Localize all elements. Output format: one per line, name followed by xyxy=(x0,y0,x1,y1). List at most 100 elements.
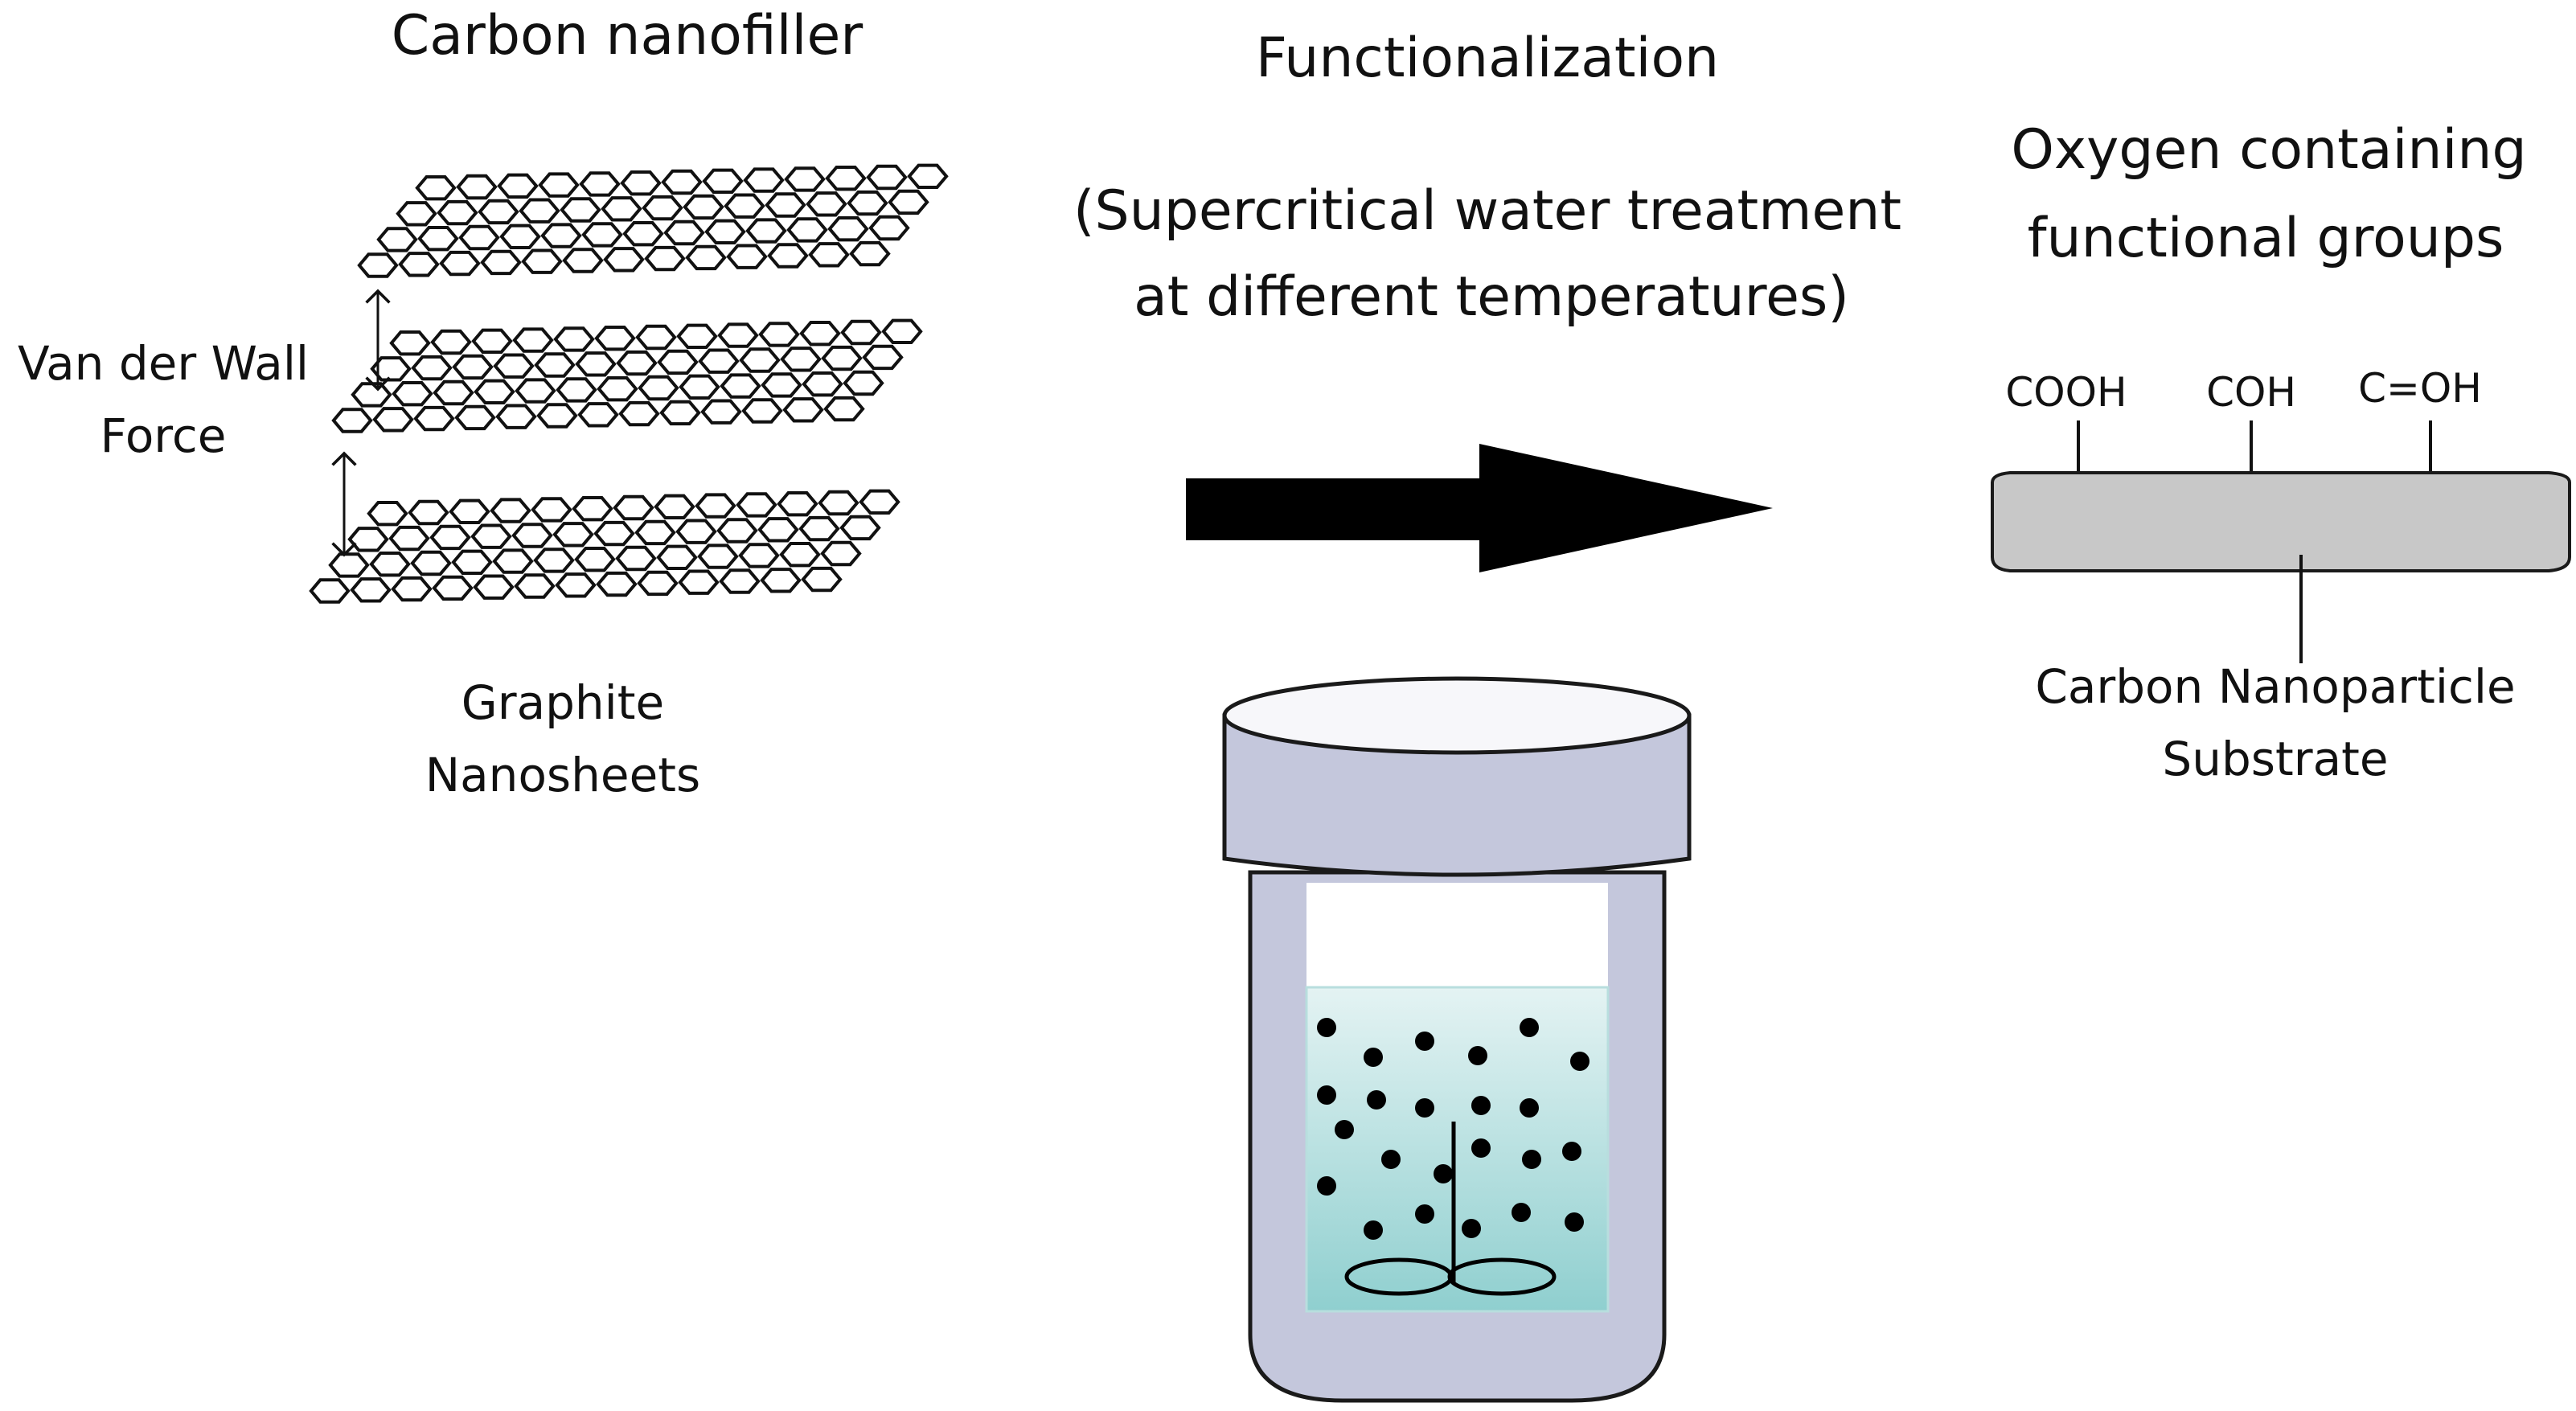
hex-cell xyxy=(493,353,535,379)
carbon-particle xyxy=(1522,1150,1541,1169)
hex-cell xyxy=(786,217,828,243)
hex-cell xyxy=(745,218,787,244)
group-label-cooh: COOH xyxy=(2005,369,2127,416)
hex-cell xyxy=(439,250,481,277)
hex-cell xyxy=(719,568,761,594)
carbon-particle xyxy=(1468,1046,1487,1065)
substrate-disk xyxy=(1991,471,2571,572)
hex-cell xyxy=(512,327,554,353)
hex-cell xyxy=(473,574,515,600)
hex-cell xyxy=(738,543,780,568)
hex-cell xyxy=(765,192,806,218)
hex-cell xyxy=(716,518,758,543)
carbon-particle xyxy=(1317,1176,1336,1196)
hex-cell xyxy=(656,544,698,570)
hex-cell xyxy=(490,498,531,523)
hex-cell xyxy=(369,552,411,577)
carbon-particle xyxy=(1520,1098,1539,1118)
hex-cell xyxy=(808,242,850,268)
hex-cell xyxy=(798,515,840,542)
hex-cell xyxy=(697,543,739,569)
hex-cell xyxy=(331,408,373,433)
hex-cell xyxy=(825,166,867,191)
hex-cell xyxy=(408,499,449,526)
hex-cell xyxy=(533,548,575,573)
hex-cell xyxy=(389,330,431,356)
substrate-label-line2: Substrate xyxy=(2162,732,2389,786)
carbon-particle xyxy=(1364,1220,1383,1240)
hex-cell xyxy=(511,523,553,548)
carbon-particle xyxy=(1512,1203,1531,1222)
hex-cell xyxy=(659,400,701,426)
hex-cell xyxy=(635,324,677,351)
force-label-line1: Van der Wall xyxy=(17,336,310,391)
hex-cell xyxy=(552,522,594,548)
process-title: Functionalization xyxy=(1255,27,1720,90)
hex-cell xyxy=(593,520,635,547)
carbon-particle xyxy=(1562,1142,1581,1161)
hex-cell xyxy=(572,496,613,522)
hex-cell xyxy=(823,396,865,422)
hex-cell xyxy=(801,566,843,593)
hex-cell xyxy=(638,375,679,401)
hex-cell xyxy=(676,323,718,349)
hex-cell xyxy=(780,347,822,372)
process-subtitle-line1: (Supercritical water treatment xyxy=(1073,179,1902,243)
carbon-particle xyxy=(1381,1150,1401,1169)
hex-cell xyxy=(866,164,908,191)
hex-cell xyxy=(881,318,923,344)
hex-cell xyxy=(802,371,843,397)
process-arrow xyxy=(1186,444,1773,572)
carbon-particle xyxy=(1364,1048,1383,1067)
carbon-particle xyxy=(1565,1212,1584,1232)
hex-cell xyxy=(474,379,515,404)
hex-cell xyxy=(702,168,744,194)
hex-cell xyxy=(698,348,740,374)
hex-cell xyxy=(351,382,392,408)
product-title-line1: Oxygen containing xyxy=(2011,118,2527,182)
graphite-sheet xyxy=(331,318,923,433)
group-label-coh: COH xyxy=(2206,369,2296,416)
hex-cell xyxy=(695,493,736,519)
jar-liquid xyxy=(1305,986,1610,1313)
hex-cell xyxy=(868,215,910,241)
hex-cell xyxy=(388,525,430,552)
hex-cell xyxy=(757,517,799,543)
hex-cell xyxy=(717,322,759,348)
carbon-particle xyxy=(1367,1090,1386,1110)
hex-cell xyxy=(347,527,389,552)
hex-cell xyxy=(700,399,742,425)
graphite-name-line2: Nanosheets xyxy=(425,748,701,802)
hex-cell xyxy=(478,199,519,225)
hex-cell xyxy=(616,350,658,376)
hex-cell xyxy=(637,570,679,597)
hex-cell xyxy=(562,248,604,273)
hex-cell xyxy=(820,540,862,567)
hex-cell xyxy=(452,354,494,380)
hex-cell xyxy=(357,252,399,278)
graphite-sheet xyxy=(357,163,949,278)
hex-cell xyxy=(827,216,869,242)
hex-cell xyxy=(392,381,433,407)
hex-cell xyxy=(492,548,534,574)
hex-cell xyxy=(429,524,471,551)
hex-cell xyxy=(398,252,440,277)
functionalized-substrate xyxy=(1991,420,2571,663)
hex-cell xyxy=(843,370,884,396)
carbon-particle xyxy=(1520,1018,1539,1037)
hex-cell xyxy=(849,240,891,267)
hex-cell xyxy=(376,227,418,252)
hex-cell xyxy=(741,398,783,424)
carbon-particle xyxy=(1462,1219,1481,1238)
hex-cell xyxy=(553,326,595,352)
substrate-label-line1: Carbon Nanoparticle xyxy=(2035,659,2516,714)
carbon-particle xyxy=(1317,1018,1336,1037)
hex-cell xyxy=(685,244,727,271)
hex-cell xyxy=(720,373,761,399)
hex-cell xyxy=(519,198,560,224)
carbon-particle xyxy=(1335,1120,1354,1139)
group-label-c-oh: C=OH xyxy=(2358,365,2482,412)
hex-cell xyxy=(577,402,619,428)
stirrer-blade-right xyxy=(1447,1257,1557,1296)
hex-cell xyxy=(531,497,572,523)
